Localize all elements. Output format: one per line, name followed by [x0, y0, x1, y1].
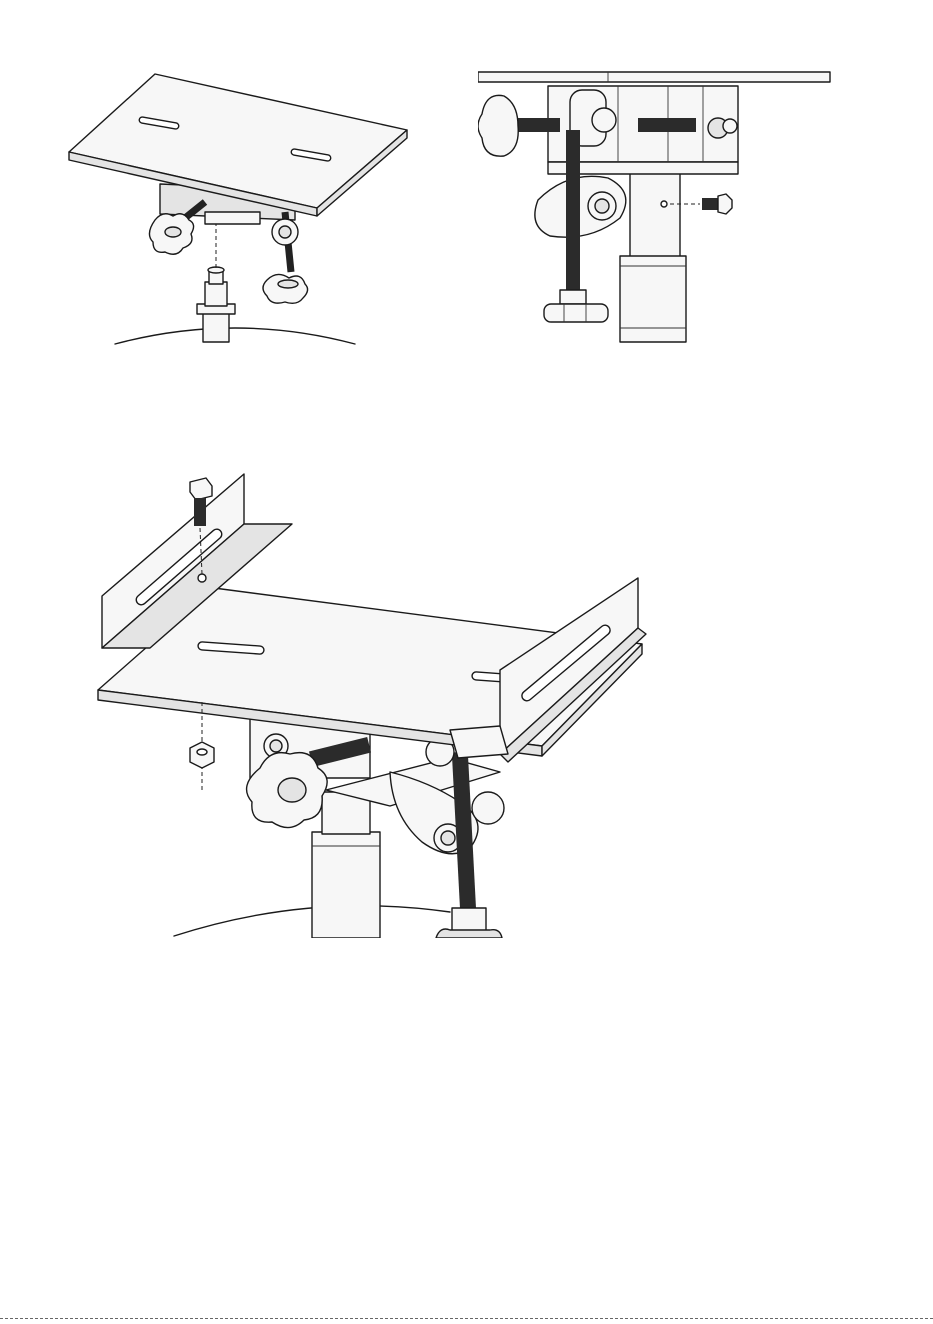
star-knob-bottom [263, 274, 308, 303]
base-disc-arc [115, 328, 355, 344]
star-knob-side [478, 95, 518, 156]
support-column [620, 160, 686, 342]
side-detail-drawing [478, 70, 832, 346]
star-knob-left [149, 214, 193, 255]
hex-bolt [702, 194, 732, 214]
vertical-screw-rod [566, 130, 580, 298]
star-knob-lower [544, 290, 608, 322]
swing-arm [535, 176, 626, 237]
mounting-plate [69, 74, 407, 216]
figure-bracket-assembly [90, 472, 650, 938]
bracket-assembly-drawing [90, 472, 650, 938]
rod-foot [436, 908, 502, 938]
horizontal-screw-rod-left [514, 118, 560, 132]
bolt-hole [661, 201, 667, 207]
hinge-knuckle [272, 219, 298, 245]
hex-nut [190, 742, 214, 768]
pin-post [197, 267, 235, 342]
plate-mount-drawing [55, 72, 415, 348]
page-footer-rule [0, 1318, 933, 1319]
figure-side-detail [478, 70, 832, 346]
bracket-bolt-hole [198, 574, 206, 582]
plate-edge [478, 72, 830, 82]
figure-plate-mount [55, 72, 415, 348]
support-column [312, 792, 380, 938]
horizontal-screw-rod-right [638, 118, 696, 132]
